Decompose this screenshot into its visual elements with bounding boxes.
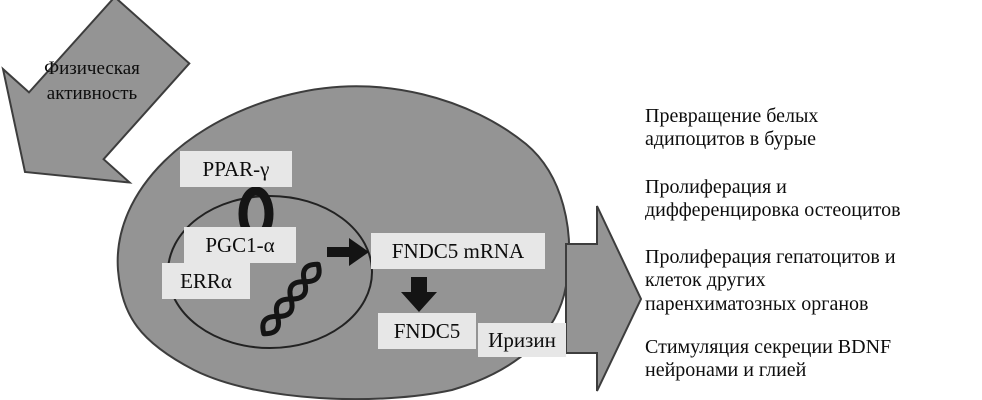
outcome-adipocyte-browning: Превращение белых адипоцитов в бурые xyxy=(645,105,819,151)
arrow-to-mrna-icon xyxy=(327,238,369,266)
irisin-label: Иризин xyxy=(478,323,566,357)
fndc5-label: FNDC5 xyxy=(378,313,476,349)
physical-activity-arrow-shape xyxy=(1,0,191,184)
pgc1-alpha-label: PGC1-α xyxy=(184,227,296,263)
arrow-to-fndc5-icon xyxy=(401,277,437,312)
outcome-osteocyte-proliferation: Пролиферация и дифференцировка остеоцито… xyxy=(645,176,901,222)
err-alpha-label: ERRα xyxy=(162,263,250,299)
outcome-hepatocyte-proliferation: Пролиферация гепатоцитов и клеток других… xyxy=(645,246,896,315)
output-arrow-shape xyxy=(565,205,643,392)
outcome-bdnf-secretion: Стимуляция секреции BDNF нейронами и гли… xyxy=(645,336,892,382)
physical-activity-label: Физическая активность xyxy=(44,58,140,104)
fndc5-mrna-label: FNDC5 mRNA xyxy=(371,233,545,269)
ppar-gamma-label: PPAR-γ xyxy=(180,151,292,187)
dna-helix-icon xyxy=(260,261,322,337)
